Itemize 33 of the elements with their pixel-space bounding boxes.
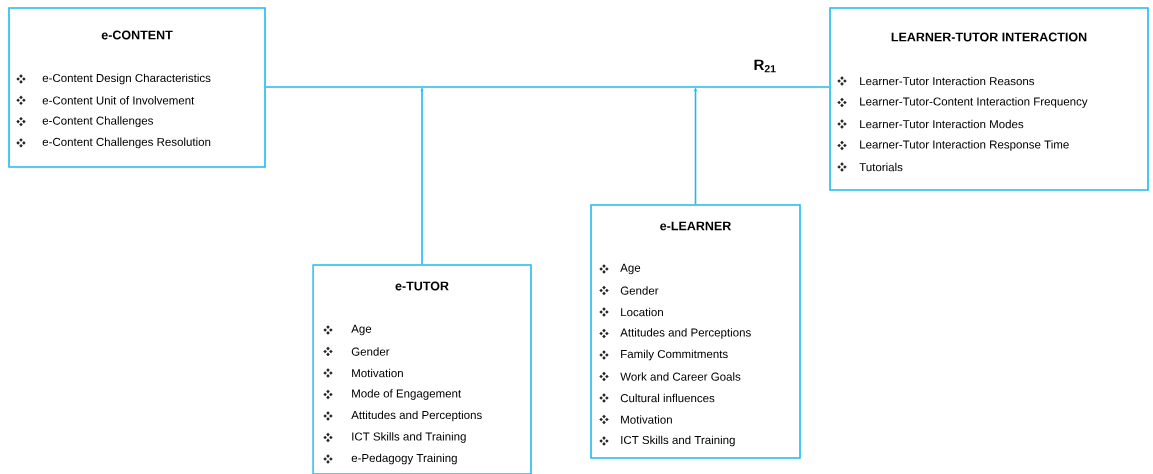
list-item: Location	[621, 307, 663, 317]
list-item: ICT Skills and Training	[621, 435, 735, 447]
connector-line	[420, 87, 424, 265]
list-item: e-Content Challenges Resolution	[42, 137, 211, 149]
list-item: Mode of Engagement	[352, 389, 462, 400]
connector-line	[694, 87, 697, 205]
list-item: Work and Career Goals	[620, 372, 741, 381]
list-item: Age	[620, 263, 641, 275]
box-heading: e-LEARNER	[660, 221, 731, 231]
list-item: Cultural influences	[620, 393, 715, 403]
list-item: ICT Skills and Training	[352, 432, 466, 443]
list-item: Learner-Tutor Interaction Response Time	[860, 140, 1069, 151]
relation-label: R$_{21}$	[754, 59, 776, 73]
list-item: Motivation	[352, 368, 403, 378]
box-heading: LEARNER-TUTOR INTERACTION	[891, 32, 1087, 42]
list-item: e-Content Unit of Involvement	[42, 96, 195, 105]
connector-line	[265, 86, 830, 88]
list-item: e-Content Challenges	[42, 116, 153, 127]
list-item: Learner-Tutor Interaction Modes	[860, 119, 1024, 129]
list-item: Attitudes and Perceptions	[620, 328, 751, 339]
list-item: Age	[351, 324, 372, 336]
list-item: Gender	[351, 347, 390, 356]
list-item: Attitudes and Perceptions	[351, 410, 482, 422]
list-item: Family Commitments	[621, 349, 728, 361]
list-item: e-Pedagogy Training	[351, 453, 457, 465]
box-heading: e-TUTOR	[395, 281, 449, 291]
list-item: Gender	[620, 286, 659, 295]
list-item: Motivation	[621, 415, 672, 424]
list-item: Learner-Tutor-Content Interaction Frequency	[860, 97, 1088, 108]
list-item: Learner-Tutor Interaction Reasons	[860, 76, 1035, 86]
box-heading: e-CONTENT	[101, 30, 173, 40]
list-item: Tutorials	[859, 162, 903, 172]
list-item: e-Content Design Characteristics	[42, 73, 211, 85]
